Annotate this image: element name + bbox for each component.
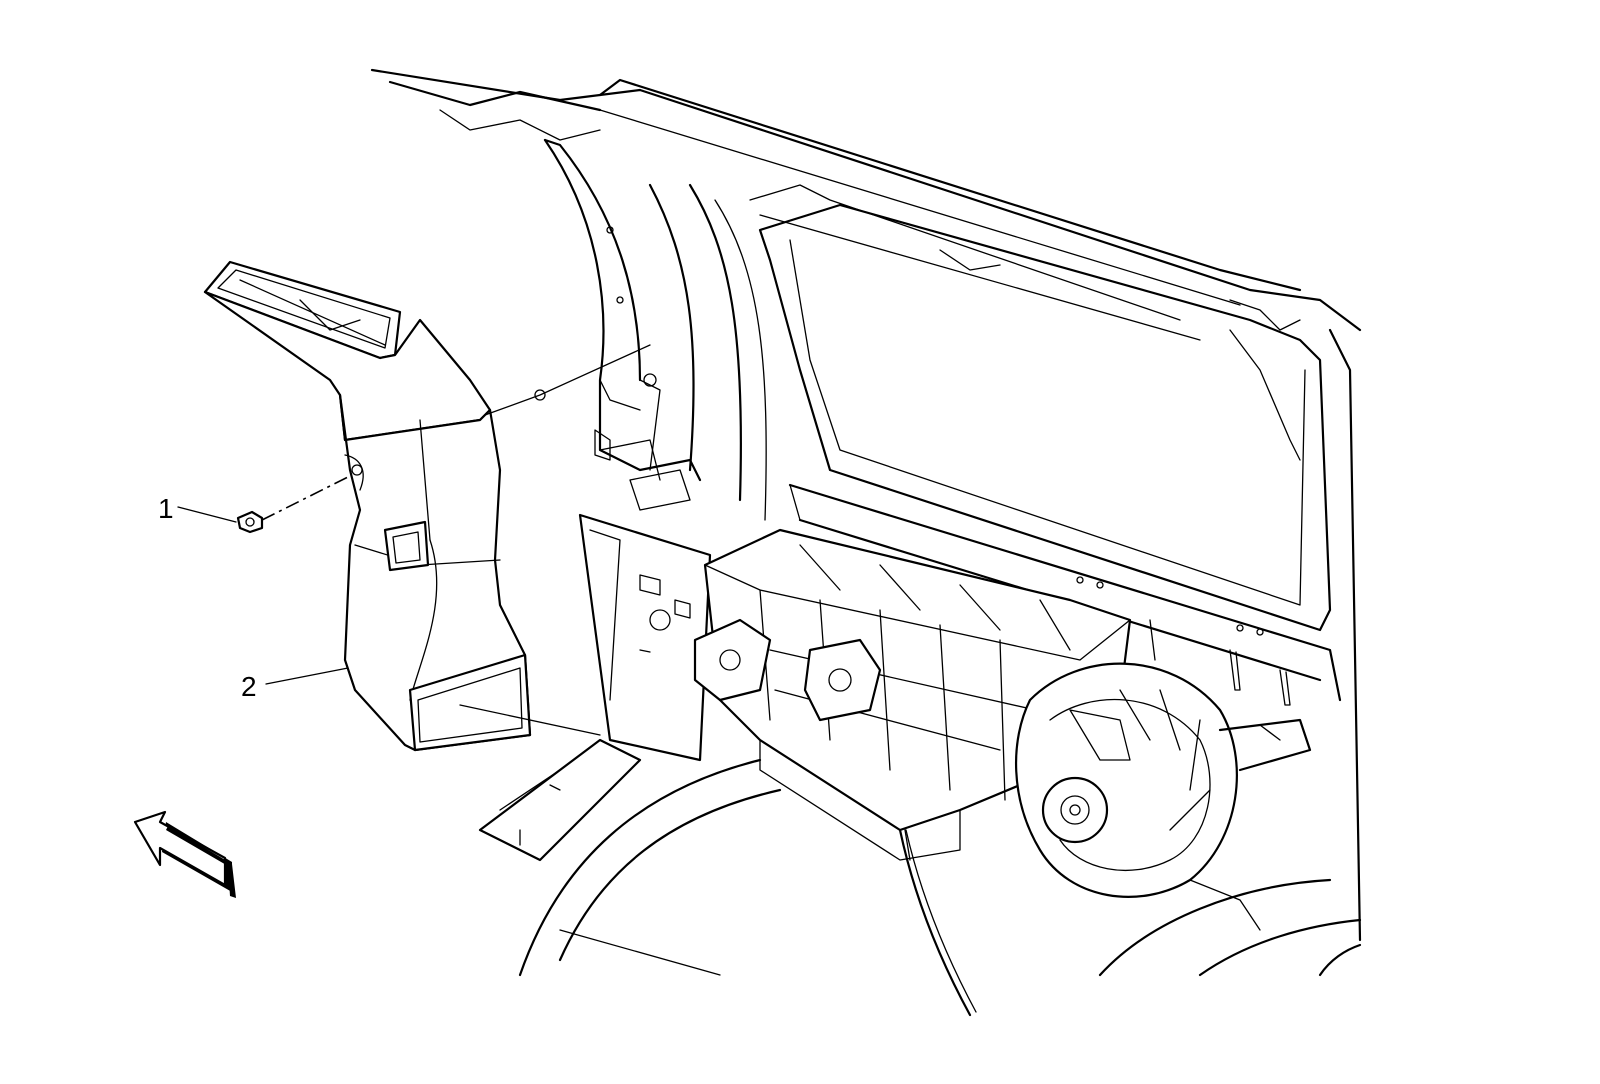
c-pillar-inner-panel [543, 138, 767, 521]
duct-fastener-nut [236, 510, 264, 534]
mounting-bracket-plate [478, 513, 712, 862]
duct-to-panel-alignment-line [484, 344, 651, 416]
fastener-alignment-line [261, 474, 353, 521]
air-distribution-duct [203, 260, 532, 752]
rear-wheelhouse [518, 758, 1362, 977]
callout-2-label: 2 [241, 671, 257, 702]
callout-1-label: 1 [158, 493, 174, 524]
outlet-alignment-line [459, 704, 601, 736]
view-direction-arrow-icon [133, 810, 236, 898]
panel-clip [534, 389, 546, 401]
callout-2-leader [265, 667, 349, 685]
roof-rail-frame [370, 68, 1362, 341]
rear-window-opening [758, 203, 1362, 942]
callout-1-leader [177, 506, 237, 523]
blower-motor-assembly [1014, 662, 1312, 931]
